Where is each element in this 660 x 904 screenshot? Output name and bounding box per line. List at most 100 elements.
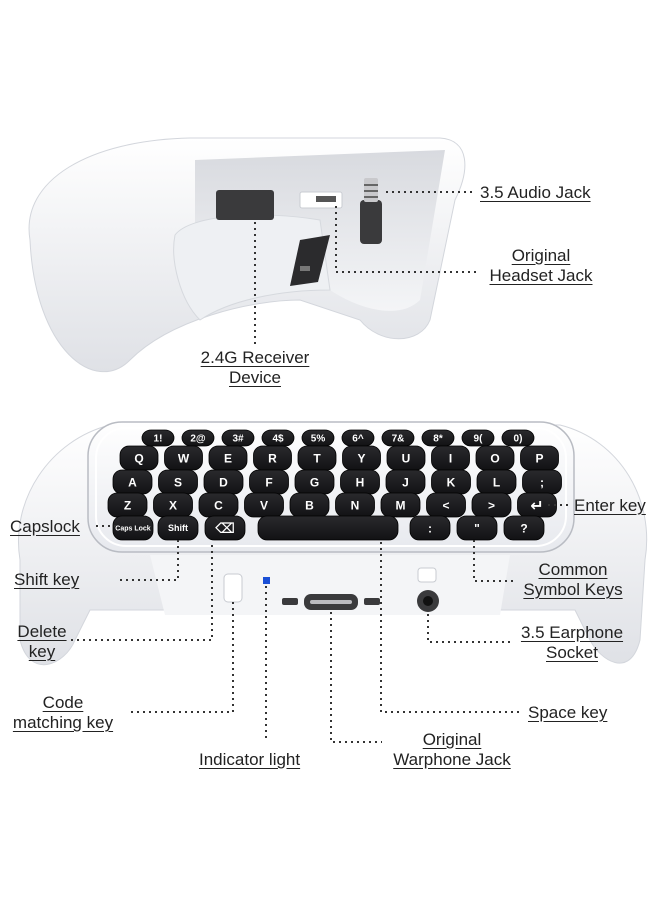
key-r-3-legend: R (268, 451, 277, 465)
key-num-3: 4$ (261, 429, 295, 447)
key-row4-3-legend: V (260, 498, 268, 512)
key-t-4: T (297, 445, 337, 471)
key-w-1-legend: W (178, 451, 190, 465)
key-row4-7-legend: < (442, 498, 449, 512)
key-row4-7: < (426, 492, 466, 518)
back-view-device (28, 137, 466, 372)
key-row3-9-legend: ; (540, 475, 544, 489)
leader-lines (70, 191, 570, 743)
key-num-4-legend: 5% (311, 434, 326, 445)
key-num-3-legend: 4$ (272, 434, 284, 445)
key-e-2: E (208, 445, 248, 471)
indicator-light (263, 577, 270, 584)
leader-symbol-keys (473, 540, 514, 582)
key-row3-5-legend: H (356, 475, 365, 489)
key-row3-6-legend: J (402, 475, 409, 489)
leader-warphone-jack (330, 612, 382, 743)
key-row4-2: C (198, 492, 239, 518)
key-row4-1-legend: X (169, 498, 177, 512)
key-row3-8: L (476, 469, 517, 495)
key-capslock-legend: Caps Lock (115, 526, 151, 533)
leader-shift-key (116, 540, 179, 581)
key-symbol-2-legend: ? (520, 521, 527, 535)
key-row3-7-legend: K (447, 475, 456, 489)
key-num-5-legend: 6^ (352, 434, 364, 445)
key-row3-4-legend: G (310, 475, 319, 489)
key-row4-9-legend: ↵ (530, 498, 543, 515)
key-row3-0: A (112, 469, 153, 495)
key-row3-1: S (158, 469, 198, 495)
key-num-1: 2@ (181, 429, 215, 447)
key-num-6-legend: 7& (392, 434, 405, 445)
key-e-2-legend: E (224, 451, 232, 465)
key-num-2: 3# (221, 429, 255, 447)
label-shift-key: Shift key (14, 570, 80, 589)
label-space-key: Space key (528, 703, 608, 722)
key-capslock: Caps Lock (112, 515, 154, 541)
label-capslock: Capslock (10, 517, 80, 536)
key-y-5: Y (342, 445, 381, 471)
key-symbol-2: ? (503, 515, 545, 541)
key-row4-5: N (335, 492, 375, 518)
key-row4-2-legend: C (214, 498, 223, 512)
key-shift-legend: Shift (168, 523, 188, 533)
key-symbol-1-legend: " (474, 521, 480, 535)
key-r-3: R (253, 445, 292, 471)
code-matching-button (223, 573, 243, 603)
key-u-6: U (386, 445, 426, 471)
key-row4-4: B (289, 492, 330, 518)
key-u-6-legend: U (402, 451, 411, 465)
leader-earphone-socket (427, 614, 512, 643)
label-audio-jack: 3.5 Audio Jack (480, 183, 591, 202)
key-row3-2-legend: D (219, 475, 228, 489)
key-symbol-0: : (409, 515, 451, 541)
key-row3-3: F (249, 469, 289, 495)
key-num-8: 9( (461, 429, 495, 447)
key-num-7-legend: 8* (433, 434, 443, 445)
key-row3-2: D (203, 469, 244, 495)
key-p-9: P (520, 445, 559, 471)
key-q-0: Q (119, 445, 159, 471)
key-o-8: O (475, 445, 515, 471)
key-row3-9: ; (522, 469, 562, 495)
key-y-5-legend: Y (357, 451, 365, 465)
keyboard-keys: 1! 2@ 3# 4$ 5% 6^ 7&8* 9( 0) Q W E R T Y U I O P A S D F G H J K L;… (107, 429, 562, 541)
key-symbol-0-legend: : (428, 521, 432, 535)
key-delete-legend: ⌫ (215, 520, 235, 536)
key-row3-8-legend: L (493, 475, 500, 489)
key-row4-0-legend: Z (124, 498, 131, 512)
key-num-5: 6^ (341, 429, 375, 447)
key-num-0-legend: 1! (154, 434, 163, 445)
key-num-0: 1! (141, 429, 175, 447)
key-row3-4: G (294, 469, 335, 495)
key-row4-6-legend: M (396, 498, 406, 512)
key-i-7: I (431, 445, 470, 471)
key-num-9: 0) (501, 429, 535, 447)
key-shift: Shift (157, 515, 199, 541)
key-p-9-legend: P (535, 451, 543, 465)
key-row3-3-legend: F (265, 475, 272, 489)
key-row4-8-legend: > (488, 498, 495, 512)
leader-code-matching (128, 602, 234, 713)
key-row4-5-legend: N (351, 498, 360, 512)
key-row4-3: V (244, 492, 284, 518)
key-row3-0-legend: A (128, 475, 137, 489)
key-row4-0: Z (107, 492, 148, 518)
key-num-4: 5% (301, 429, 335, 447)
key-num-8-legend: 9( (474, 434, 484, 445)
leader-delete-key (70, 545, 213, 641)
key-w-1: W (164, 445, 203, 471)
key-q-0-legend: Q (134, 451, 143, 465)
leader-space-key (380, 542, 522, 713)
key-i-7-legend: I (449, 451, 452, 465)
key-t-4-legend: T (313, 451, 321, 465)
key-num-6: 7& (381, 429, 415, 447)
leader-headset-jack (335, 206, 476, 273)
